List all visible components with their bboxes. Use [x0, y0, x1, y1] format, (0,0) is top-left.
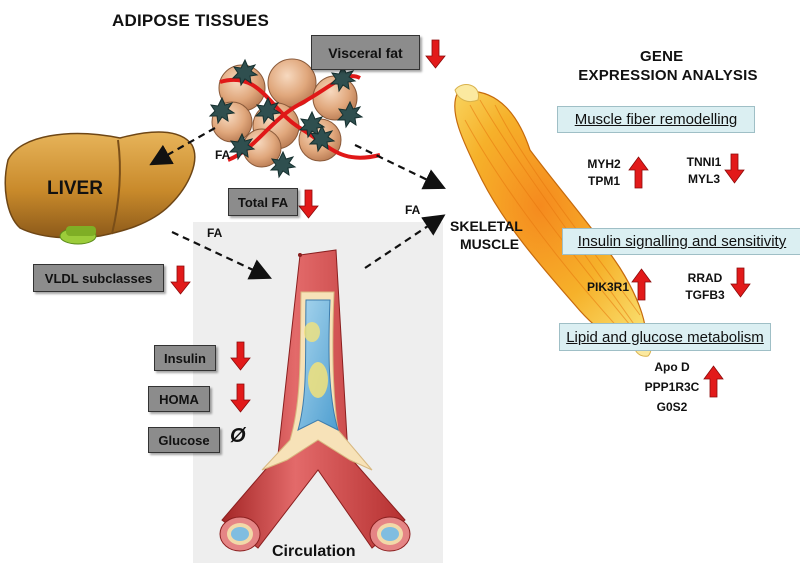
circulation-label: Circulation: [272, 543, 356, 561]
muscle-label-line2: MUSCLE: [460, 236, 519, 252]
gene-tpm1: TPM1: [584, 173, 624, 190]
up-arrow-muscle-fiber: [629, 157, 648, 188]
total-fa-label: Total FA: [238, 195, 288, 210]
gene-myh2: MYH2: [584, 156, 624, 173]
total-fa-box: Total FA: [228, 188, 298, 216]
insulin-signalling-box: Insulin signalling and sensitivity: [562, 228, 800, 255]
insulin-label: Insulin: [164, 351, 206, 366]
muscle-label-line1: SKELETAL: [450, 218, 523, 234]
gene-apod: Apo D: [640, 357, 704, 377]
homa-box: HOMA: [148, 386, 210, 412]
down-arrow-total-fa: [299, 190, 318, 218]
liver-label: LIVER: [47, 178, 103, 200]
gene-rrad: RRAD: [680, 270, 730, 287]
lipid-glucose-metabolism-title: Lipid and glucose metabolism: [566, 329, 764, 346]
gene-expression-title-line2: EXPRESSION ANALYSIS: [568, 67, 768, 84]
fa-label-liver-circulation: FA: [207, 226, 222, 240]
gene-myl3: MYL3: [683, 171, 725, 188]
flow-arrow-adipose-muscle: [355, 145, 440, 186]
fa-label-adipose-liver: FA: [215, 148, 230, 162]
lipid-glucose-metabolism-box: Lipid and glucose metabolism: [559, 323, 771, 351]
glucose-box: Glucose: [148, 427, 220, 453]
glucose-label: Glucose: [158, 433, 209, 448]
insulin-box: Insulin: [154, 345, 216, 371]
muscle-fiber-remodelling-title: Muscle fiber remodelling: [575, 111, 738, 128]
gene-tgfb3: TGFB3: [680, 287, 730, 304]
homa-label: HOMA: [159, 392, 199, 407]
up-arrow-lipid-glucose: [704, 366, 723, 397]
muscle-fiber-up-genes: MYH2 TPM1: [584, 156, 624, 190]
down-arrow-muscle-fiber: [725, 154, 744, 183]
insulin-signalling-down-genes: RRAD TGFB3: [680, 270, 730, 304]
vldl-subclasses-label: VLDL subclasses: [45, 271, 152, 286]
down-arrow-insulin: [231, 342, 250, 370]
insulin-signalling-up-genes: PIK3R1: [585, 279, 631, 296]
glucose-no-change-symbol: Ø: [230, 425, 246, 448]
lipid-glucose-up-genes: Apo D PPP1R3C G0S2: [640, 357, 704, 417]
down-arrow-insulin-signalling: [731, 268, 750, 297]
gene-tnni1: TNNI1: [683, 154, 725, 171]
muscle-fiber-down-genes: TNNI1 MYL3: [683, 154, 725, 188]
gene-g0s2: G0S2: [640, 397, 704, 417]
down-arrow-vldl: [171, 266, 190, 294]
flow-arrow-circulation-muscle: [365, 218, 440, 268]
fa-label-circulation-muscle: FA: [405, 203, 420, 217]
vldl-subclasses-box: VLDL subclasses: [33, 264, 164, 292]
insulin-signalling-title: Insulin signalling and sensitivity: [578, 233, 786, 250]
adipose-tissue-illustration: [210, 59, 380, 177]
gene-ppp1r3c: PPP1R3C: [640, 377, 704, 397]
visceral-fat-box: Visceral fat: [311, 35, 420, 70]
down-arrow-visceral-fat: [426, 40, 445, 68]
gene-pik3r1: PIK3R1: [585, 279, 631, 296]
visceral-fat-label: Visceral fat: [328, 45, 402, 61]
adipose-title: ADIPOSE TISSUES: [112, 11, 269, 31]
down-arrow-homa: [231, 384, 250, 412]
muscle-fiber-remodelling-box: Muscle fiber remodelling: [557, 106, 755, 133]
gene-expression-title-line1: GENE: [640, 48, 680, 65]
